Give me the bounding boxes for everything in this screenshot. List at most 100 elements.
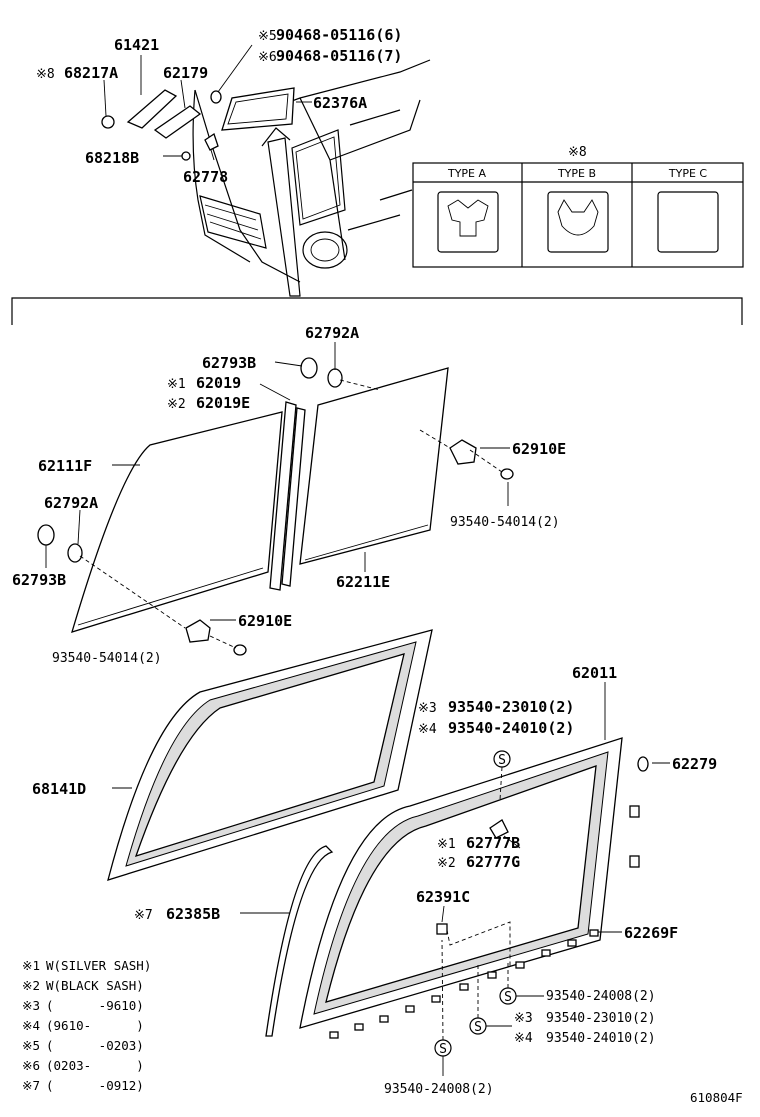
clip-68217A: [101, 115, 115, 129]
label-61421: 61421: [114, 36, 159, 54]
label-62792A-left: 62792A: [44, 494, 98, 512]
label-screw-left: 93540-54014(2): [52, 651, 162, 666]
label-62391C: 62391C: [416, 888, 470, 906]
cushion-62792A-left: [67, 543, 83, 563]
type-c-header: TYPE C: [668, 167, 708, 180]
legend-text-3: ( -9610): [46, 998, 144, 1013]
mark-3b: ※3: [514, 1011, 533, 1026]
label-62910E-left: 62910E: [238, 612, 292, 630]
legend-mark-1: ※1: [22, 958, 40, 973]
screw-right: [500, 468, 514, 480]
label-62019E: 62019E: [196, 394, 250, 412]
label-62376A: 62376A: [313, 94, 367, 112]
channel-62019: [269, 401, 297, 591]
glass-62211E: [299, 367, 449, 565]
side-clip-2: [629, 855, 640, 868]
legend-text-5: ( -0203): [46, 1038, 144, 1053]
legend-mark-7: ※7: [22, 1078, 40, 1093]
label-62179: 62179: [163, 64, 208, 82]
mark-1b: ※1: [437, 837, 456, 852]
mark-8-top: ※8: [36, 67, 55, 82]
moulding-62385B: [265, 845, 334, 1037]
label-62269F: 62269F: [624, 924, 678, 942]
bolt-90468: [210, 90, 222, 104]
label-screw-right-b: 93540-23010(2): [546, 1011, 656, 1026]
label-bolt-5: 90468-05116(6): [276, 26, 402, 44]
stopper-62793B-top: [300, 357, 318, 379]
section-bracket: [11, 297, 743, 325]
type-a-header: TYPE A: [447, 167, 487, 180]
label-62279: 62279: [672, 755, 717, 773]
arrow-indicator: [267, 137, 301, 297]
legend-text-1: W(SILVER SASH): [46, 958, 151, 973]
label-screw-right: 93540-54014(2): [450, 515, 560, 530]
label-62778: 62778: [183, 168, 228, 186]
mark-4: ※4: [418, 722, 437, 737]
label-62792A-top: 62792A: [305, 324, 359, 342]
stopper-62793B-left: [37, 524, 55, 546]
label-62793B-top: 62793B: [202, 354, 256, 372]
part-62179: [153, 105, 202, 139]
label-62910E-right: 62910E: [512, 440, 566, 458]
clip-type-table: ※8 TYPE A TYPE B TYPE C: [412, 145, 744, 268]
label-62019: 62019: [196, 374, 241, 392]
hinge-62910E-left: [185, 619, 211, 643]
mark-5: ※5: [258, 29, 277, 44]
s-symbol-4: S: [439, 1042, 447, 1057]
legend-text-6: (0203- ): [46, 1058, 144, 1073]
mark-2b: ※2: [437, 856, 456, 871]
clip-62279: [637, 756, 649, 772]
clip-68218B: [181, 151, 191, 161]
side-clip-1: [629, 805, 640, 818]
part-62778: [204, 132, 219, 151]
label-screw-right-c: 93540-24010(2): [546, 1031, 656, 1046]
label-68141D: 68141D: [32, 780, 86, 798]
mark-6: ※6: [258, 50, 277, 65]
mark-7: ※7: [134, 908, 153, 923]
label-62777B: 62777B: [466, 834, 520, 852]
glass-62111F: [71, 411, 283, 633]
label-62211E: 62211E: [336, 573, 390, 591]
label-screw-4: 93540-24010(2): [448, 719, 574, 737]
stopper-62391C: [436, 923, 448, 935]
label-screw-bottom: 93540-24008(2): [384, 1082, 494, 1097]
cushion-62792A-top: [327, 368, 343, 388]
type-b-clip: [547, 191, 609, 253]
legend-text-4: (9610- ): [46, 1018, 144, 1033]
s-symbol-3: S: [474, 1020, 482, 1035]
type-b-header: TYPE B: [557, 167, 596, 180]
label-62011: 62011: [572, 664, 617, 682]
label-bolt-6: 90468-05116(7): [276, 47, 402, 65]
mark-1: ※1: [167, 377, 186, 392]
legend-mark-3: ※3: [22, 998, 40, 1013]
clip-row-62269F: [329, 929, 599, 1039]
label-screw-right-a: 93540-24008(2): [546, 989, 656, 1004]
s-symbol-2: S: [504, 990, 512, 1005]
legend-mark-5: ※5: [22, 1038, 40, 1053]
legend-mark-6: ※6: [22, 1058, 40, 1073]
mark-4b: ※4: [514, 1031, 533, 1046]
legend-mark-2: ※2: [22, 978, 40, 993]
label-62111F: 62111F: [38, 457, 92, 475]
legend: ※1 W(SILVER SASH) ※2 W(BLACK SASH) ※3 ( …: [22, 958, 151, 1093]
screw-left: [233, 644, 247, 656]
mark-2: ※2: [167, 397, 186, 412]
figure-code: 610804F: [690, 1090, 743, 1105]
label-68218B: 68218B: [85, 149, 139, 167]
label-62777G: 62777G: [466, 853, 520, 871]
bracket-62777B: [489, 819, 509, 839]
label-screw-3: 93540-23010(2): [448, 698, 574, 716]
legend-text-2: W(BLACK SASH): [46, 978, 144, 993]
hinge-62910E-right: [449, 439, 477, 465]
type-table-mark: ※8: [568, 145, 587, 160]
legend-mark-4: ※4: [22, 1018, 40, 1033]
label-68217A: 68217A: [64, 64, 118, 82]
label-62385B: 62385B: [166, 905, 220, 923]
label-62793B-left: 62793B: [12, 571, 66, 589]
type-a-clip: [437, 191, 499, 253]
legend-text-7: ( -0912): [46, 1078, 144, 1093]
mark-3: ※3: [418, 701, 437, 716]
channel-62019E: [281, 407, 306, 587]
